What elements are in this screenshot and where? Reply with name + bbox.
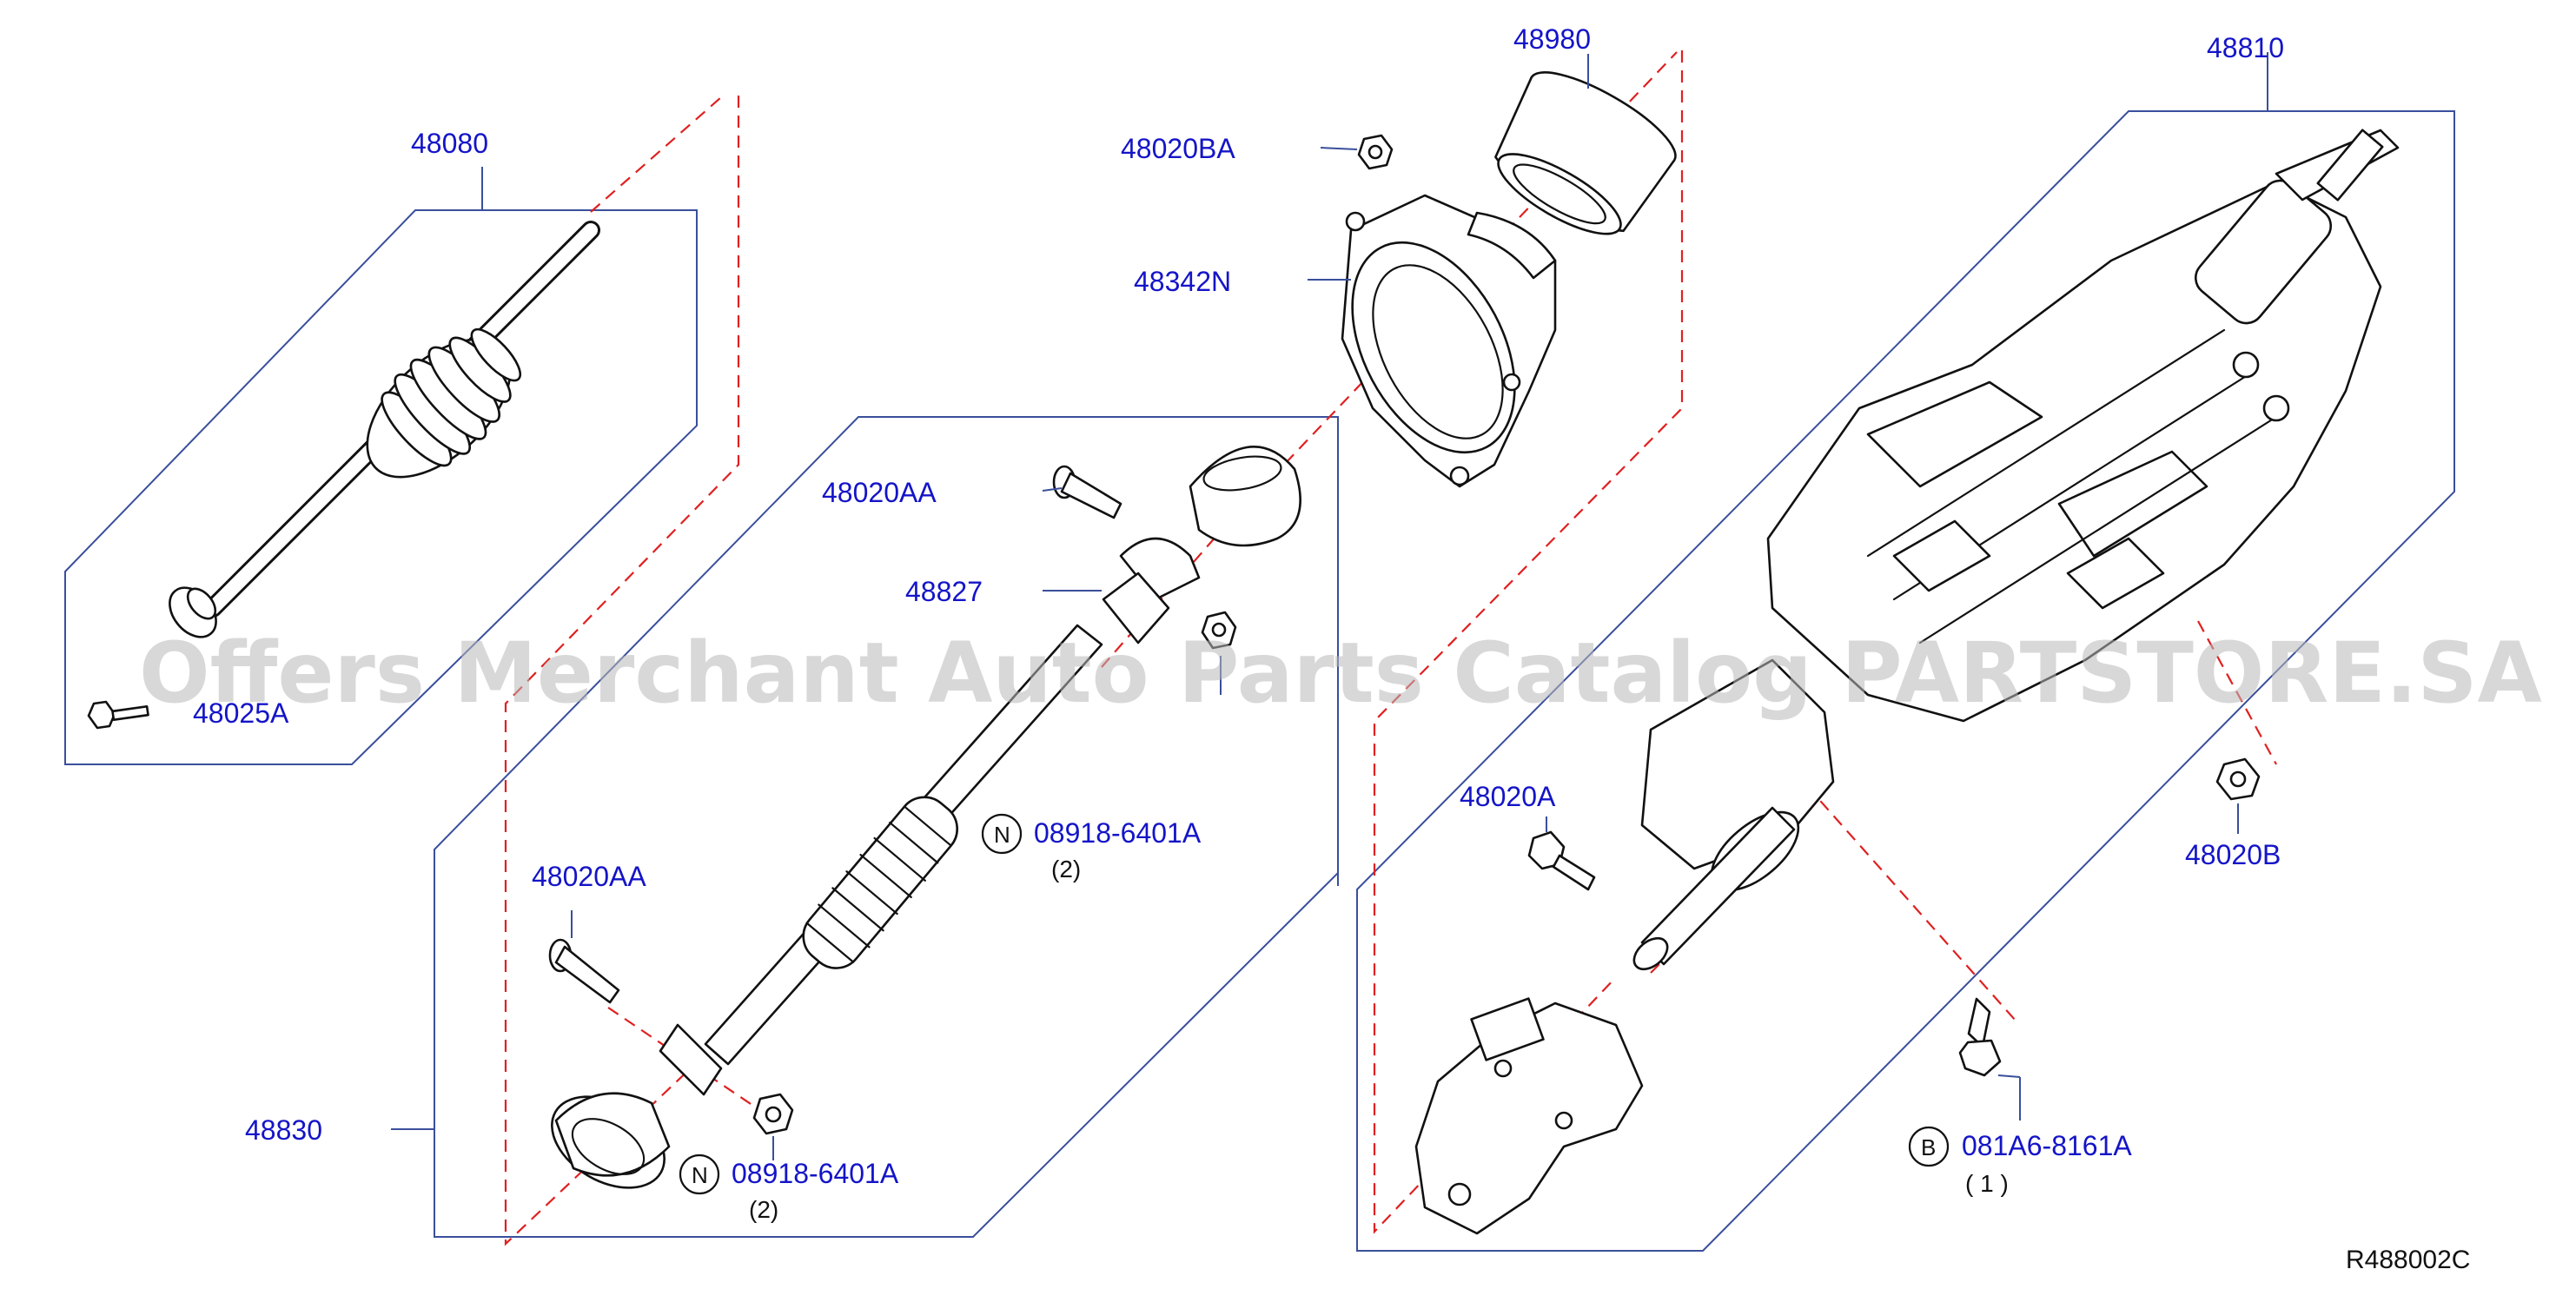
part-48020B-nut	[2215, 757, 2261, 801]
callout-48980[interactable]: 48980	[1513, 23, 1591, 55]
callout-48025A[interactable]: 48025A	[193, 697, 289, 729]
part-48020BA-nut	[1357, 134, 1394, 170]
watermark-text: Offers Merchant Auto Parts Catalog PARTS…	[139, 625, 2542, 722]
callout-48020AA-bottom[interactable]: 48020AA	[532, 861, 646, 892]
callout-48020A[interactable]: 48020A	[1460, 781, 1556, 812]
part-08918-top-nut	[1201, 611, 1237, 650]
n-marker-top: N	[981, 813, 1023, 855]
part-48980-grommet	[1494, 71, 1677, 235]
n-marker-top-letter: N	[994, 822, 1010, 848]
n-marker-bottom-letter: N	[692, 1162, 708, 1188]
part-48342N-boot-housing	[1341, 194, 1557, 488]
part-48080-steering-rack	[169, 221, 600, 638]
quantity-081A6: ( 1 )	[1965, 1170, 2009, 1197]
part-48827-rubber-cap	[1189, 446, 1301, 547]
group-outline-48080	[64, 209, 698, 765]
b-marker-letter: B	[1921, 1134, 1936, 1160]
callout-48020BA[interactable]: 48020BA	[1121, 133, 1235, 164]
part-48810-steering-column	[1632, 129, 2400, 971]
callout-48342N[interactable]: 48342N	[1134, 266, 1231, 297]
diagram-reference-code: R488002C	[2346, 1246, 2470, 1274]
callout-48827[interactable]: 48827	[905, 576, 983, 607]
callout-48810[interactable]: 48810	[2207, 32, 2284, 63]
part-48810-universal-joint	[1414, 997, 1644, 1235]
b-marker: B	[1908, 1126, 1950, 1167]
callout-08918-bottom[interactable]: 08918-6401A	[732, 1158, 899, 1189]
part-48025A-bolt	[87, 700, 149, 730]
part-48830-intermediate-shaft	[659, 624, 1103, 1096]
callout-08918-top[interactable]: 08918-6401A	[1034, 817, 1202, 849]
group-outline-48810	[1356, 110, 2455, 1252]
part-08918-bottom-nut	[752, 1093, 794, 1135]
part-48020AA-top-bolt	[1052, 465, 1122, 519]
n-marker-bottom: N	[679, 1153, 720, 1195]
callout-48020AA-top[interactable]: 48020AA	[822, 477, 937, 508]
part-48830-lower-seal	[551, 1092, 671, 1189]
quantity-08918-top: (2)	[1051, 856, 1081, 882]
part-081A6-bolt	[1958, 997, 2002, 1077]
leader-lines	[391, 52, 2268, 1160]
part-48827-clip	[1102, 537, 1201, 644]
callout-48830[interactable]: 48830	[245, 1114, 322, 1146]
callout-081A6[interactable]: 081A6-8161A	[1962, 1130, 2132, 1161]
quantity-08918-bottom: (2)	[749, 1196, 778, 1223]
part-48020AA-bottom-bolt	[548, 938, 620, 1004]
callout-48020B[interactable]: 48020B	[2185, 839, 2281, 870]
callout-48080[interactable]: 48080	[411, 128, 488, 159]
part-48020A-bolt	[1527, 830, 1596, 891]
